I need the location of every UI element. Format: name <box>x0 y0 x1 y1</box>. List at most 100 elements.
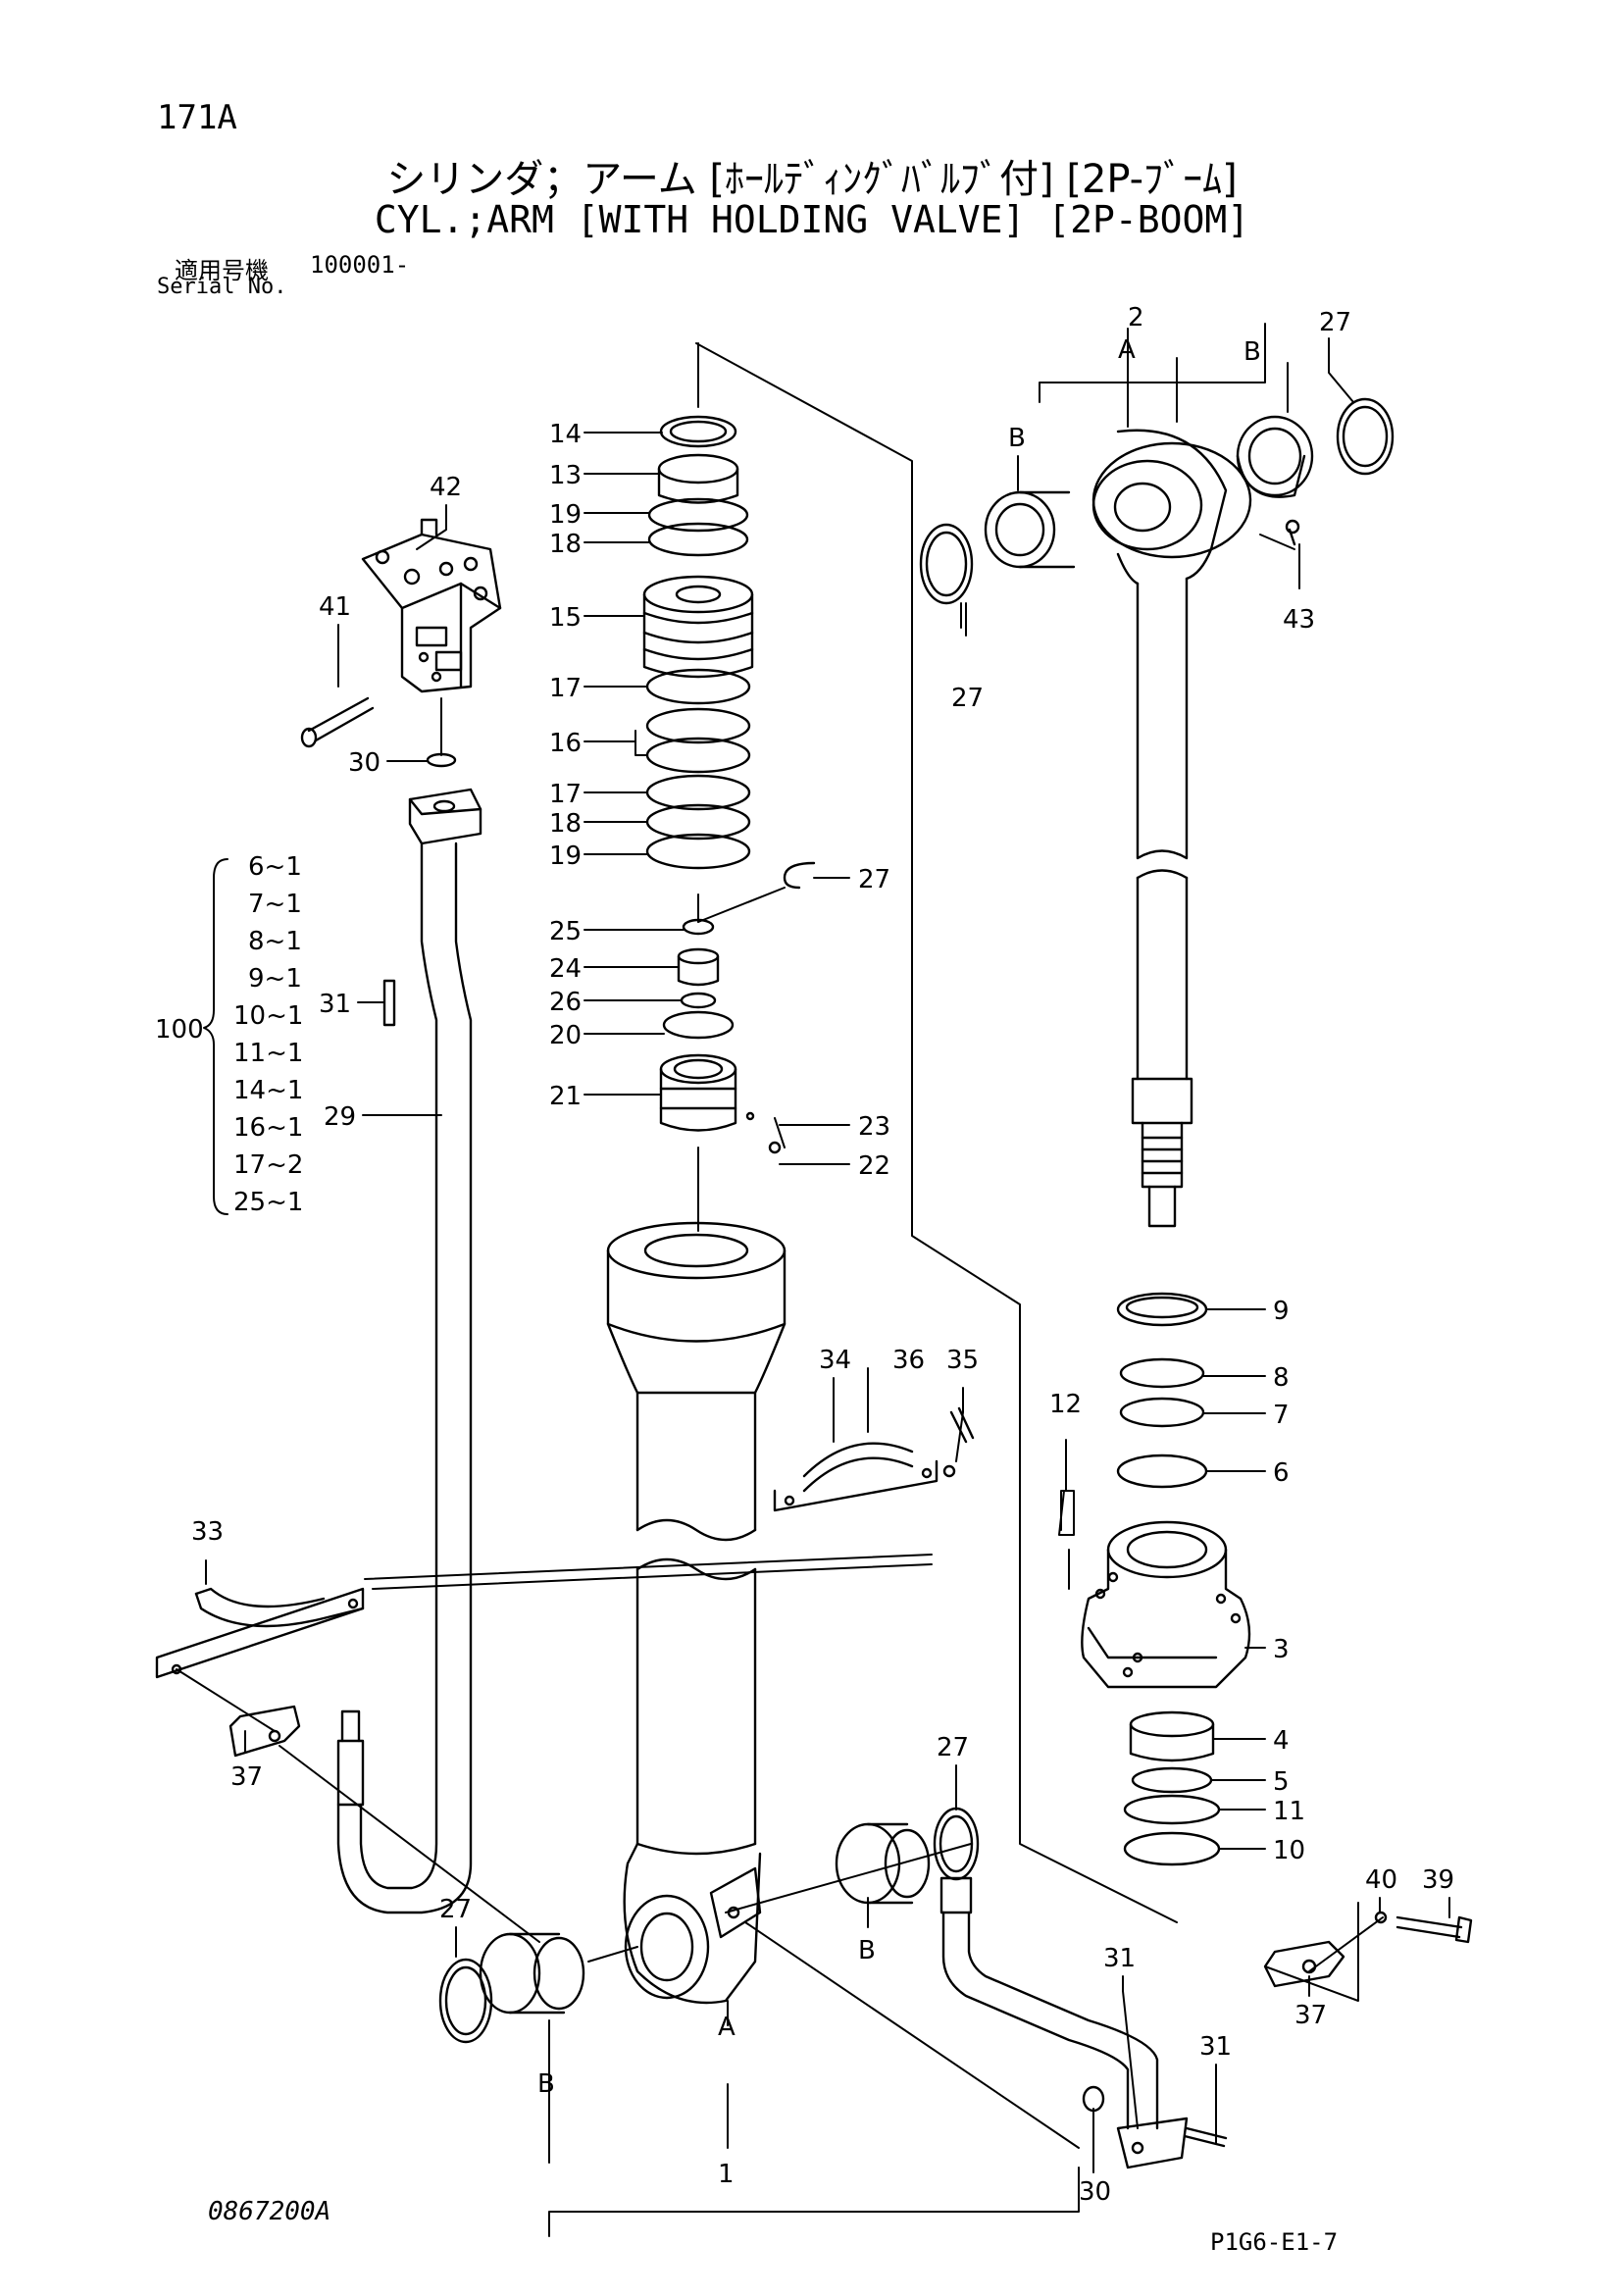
letter-markers: A B B A B B <box>537 335 1261 2099</box>
callout-34: 33 <box>191 1517 224 1547</box>
kit-item: 11~1 <box>233 1039 303 1068</box>
callout-26: 26 <box>549 988 582 1017</box>
rod-seal-rings <box>1116 1292 1208 1489</box>
callout-19: 19 <box>549 842 582 871</box>
callout-37: 36 <box>892 1346 925 1375</box>
callout-16: 16 <box>549 729 582 758</box>
kit-item: 14~1 <box>233 1076 303 1105</box>
callout-32-bottom: 30 <box>1079 2177 1111 2207</box>
marker-a-top: A <box>1118 335 1136 365</box>
drawing-number: 0867200A <box>208 2197 331 2226</box>
callout-32-top: 30 <box>348 748 381 778</box>
callout-33-right: 31 <box>1199 2032 1232 2062</box>
cylinder-tube <box>606 1221 787 2005</box>
pipe-31 <box>336 752 482 1914</box>
kit-item: 7~1 <box>248 890 302 919</box>
clamp-38-left <box>228 1705 301 1758</box>
page-number: 171A <box>157 98 237 137</box>
callout-1: 1 <box>718 2160 735 2189</box>
title-english: CYL.;ARM [WITH HOLDING VALVE] [2P-BOOM] <box>374 198 1250 241</box>
callout-7: 7 <box>1273 1401 1290 1430</box>
callout-14: 14 <box>549 420 582 449</box>
kit-item: 8~1 <box>248 927 302 956</box>
callout-18-top: 18 <box>549 530 582 559</box>
bolt-39 <box>1374 1911 1473 1944</box>
cylinder-head <box>1081 1520 1251 1689</box>
marker-b-top-right: B <box>1243 337 1261 367</box>
head-seals <box>1123 1710 1221 1866</box>
clamp-35 <box>773 1442 939 1512</box>
bottom-bushings <box>438 1807 980 2044</box>
callout-23: 23 <box>858 1112 890 1142</box>
callout-41: 42 <box>430 473 462 502</box>
callout-38-left: 37 <box>230 1762 263 1792</box>
callout-24: 24 <box>549 954 582 984</box>
title-japanese: シリンダ；アーム [ﾎｰﾙﾃﾞｨﾝｸﾞﾊﾞﾙﾌﾞ付] [2P-ﾌﾞｰﾑ] <box>386 157 1238 202</box>
callout-43: 43 <box>1283 605 1315 635</box>
callout-40: 40 <box>1365 1865 1397 1895</box>
rod-head-bushings <box>919 397 1395 605</box>
callout-38-right: 37 <box>1294 2001 1327 2030</box>
callout-numbers: 14 13 19 18 15 17 16 17 18 19 25 24 26 2… <box>191 303 1454 2207</box>
piston-stack <box>642 415 816 890</box>
callout-36: 35 <box>946 1346 979 1375</box>
callout-29-bottom-mid: 27 <box>937 1733 969 1762</box>
guide-lines <box>176 323 1384 2237</box>
serial-value: 100001- <box>310 251 410 279</box>
callout-9: 9 <box>1273 1297 1290 1326</box>
callout-31: 29 <box>324 1102 356 1132</box>
callout-17: 17 <box>549 780 582 809</box>
kit-item: 25~1 <box>233 1188 303 1217</box>
callout-27: 27 <box>858 865 890 894</box>
callout-29-bottom-left: 27 <box>439 1895 472 1924</box>
callout-18: 18 <box>549 809 582 839</box>
serial-label-japanese: 適用号機 <box>175 257 269 284</box>
callout-8: 8 <box>1273 1363 1290 1393</box>
callout-2: 2 <box>1128 303 1144 332</box>
callout-10: 10 <box>1273 1836 1305 1865</box>
clamp-38-right <box>1263 1940 1345 1988</box>
kit-list: 100 6~1 7~1 8~1 9~1 10~1 11~1 14~1 16~1 … <box>155 852 303 1217</box>
kit-label: 100 <box>155 1015 204 1045</box>
marker-b-top-left: B <box>1008 424 1026 453</box>
kit-item: 9~1 <box>248 964 302 994</box>
callout-29-top-right: 27 <box>1319 308 1351 337</box>
rod-assembly <box>1091 429 1252 1228</box>
serial-label-english: Serial No. <box>157 275 287 299</box>
bolt-36 <box>942 1406 975 1478</box>
callout-12: 12 <box>1049 1390 1082 1419</box>
marker-a-bottom: A <box>718 2013 736 2042</box>
callout-13: 13 <box>549 461 582 490</box>
kit-brace <box>203 858 228 1215</box>
callout-15: 15 <box>549 603 582 633</box>
bolt-42 <box>300 696 375 748</box>
callout-25: 25 <box>549 917 582 946</box>
callout-20: 20 <box>549 1021 582 1050</box>
kit-item: 6~1 <box>248 852 302 882</box>
bolt-33-right <box>1183 2126 1228 2148</box>
callout-22: 22 <box>858 1151 890 1181</box>
callout-5: 5 <box>1273 1767 1290 1797</box>
kit-item: 17~2 <box>233 1150 303 1180</box>
callout-11: 11 <box>1273 1797 1305 1826</box>
pipe-30 <box>939 1876 1189 2169</box>
callout-21: 21 <box>549 1082 582 1111</box>
holding-valve <box>361 518 502 693</box>
callout-39: 39 <box>1422 1865 1454 1895</box>
callout-29-top-left: 27 <box>951 684 984 713</box>
marker-b-bottom-left: B <box>537 2069 555 2099</box>
kit-item: 10~1 <box>233 1001 303 1031</box>
leader-lines <box>205 328 1450 2173</box>
callout-42: 41 <box>319 592 351 622</box>
marker-b-bottom-right: B <box>858 1936 876 1965</box>
bracket-34 <box>155 1587 365 1679</box>
bolt-33-left <box>382 979 396 1027</box>
page-code: P1G6-E1-7 <box>1210 2228 1339 2256</box>
callout-33-left: 31 <box>319 990 351 1019</box>
callout-30: 31 <box>1103 1944 1136 1973</box>
callout-35: 34 <box>819 1346 851 1375</box>
callout-19-top: 19 <box>549 500 582 530</box>
callout-3: 3 <box>1273 1635 1290 1664</box>
callout-4: 4 <box>1273 1726 1290 1756</box>
